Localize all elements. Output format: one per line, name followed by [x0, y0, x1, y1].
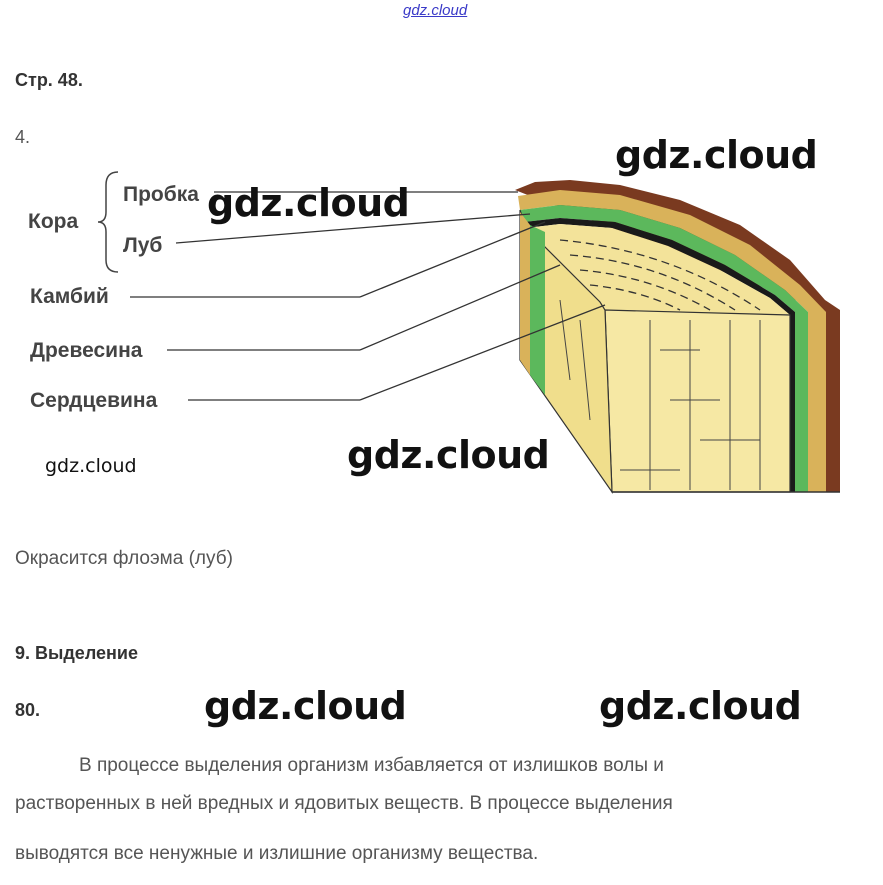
watermark: gdz.cloud	[204, 684, 406, 728]
paragraph-line-1: В процессе выделения организм избавляетс…	[79, 755, 664, 777]
watermark: gdz.cloud	[207, 181, 409, 225]
label-cambium: Камбий	[30, 285, 109, 309]
label-phloem: Луб	[123, 234, 162, 258]
label-cork: Пробка	[123, 183, 199, 207]
answer-text: Окрасится флоэма (луб)	[15, 548, 233, 570]
cork-left-band	[520, 212, 530, 375]
paragraph-line-2: растворенных в ней вредных и ядовитых ве…	[15, 793, 673, 815]
paragraph-line-3: выводятся все ненужные и излишние органи…	[15, 843, 538, 865]
task-number-80: 80.	[15, 700, 40, 721]
label-kora: Кора	[28, 210, 78, 234]
watermark: gdz.cloud	[615, 133, 817, 177]
section-title: 9. Выделение	[15, 643, 138, 664]
label-pith: Сердцевина	[30, 389, 157, 413]
watermark: gdz.cloud	[599, 684, 801, 728]
kora-bracket	[98, 172, 118, 272]
watermark-small: gdz.cloud	[45, 455, 137, 477]
phloem-left-band	[530, 225, 545, 395]
wood-front	[605, 310, 790, 492]
watermark: gdz.cloud	[347, 433, 549, 477]
label-wood: Древесина	[30, 339, 142, 363]
leader-line-cambium-2	[360, 222, 545, 297]
